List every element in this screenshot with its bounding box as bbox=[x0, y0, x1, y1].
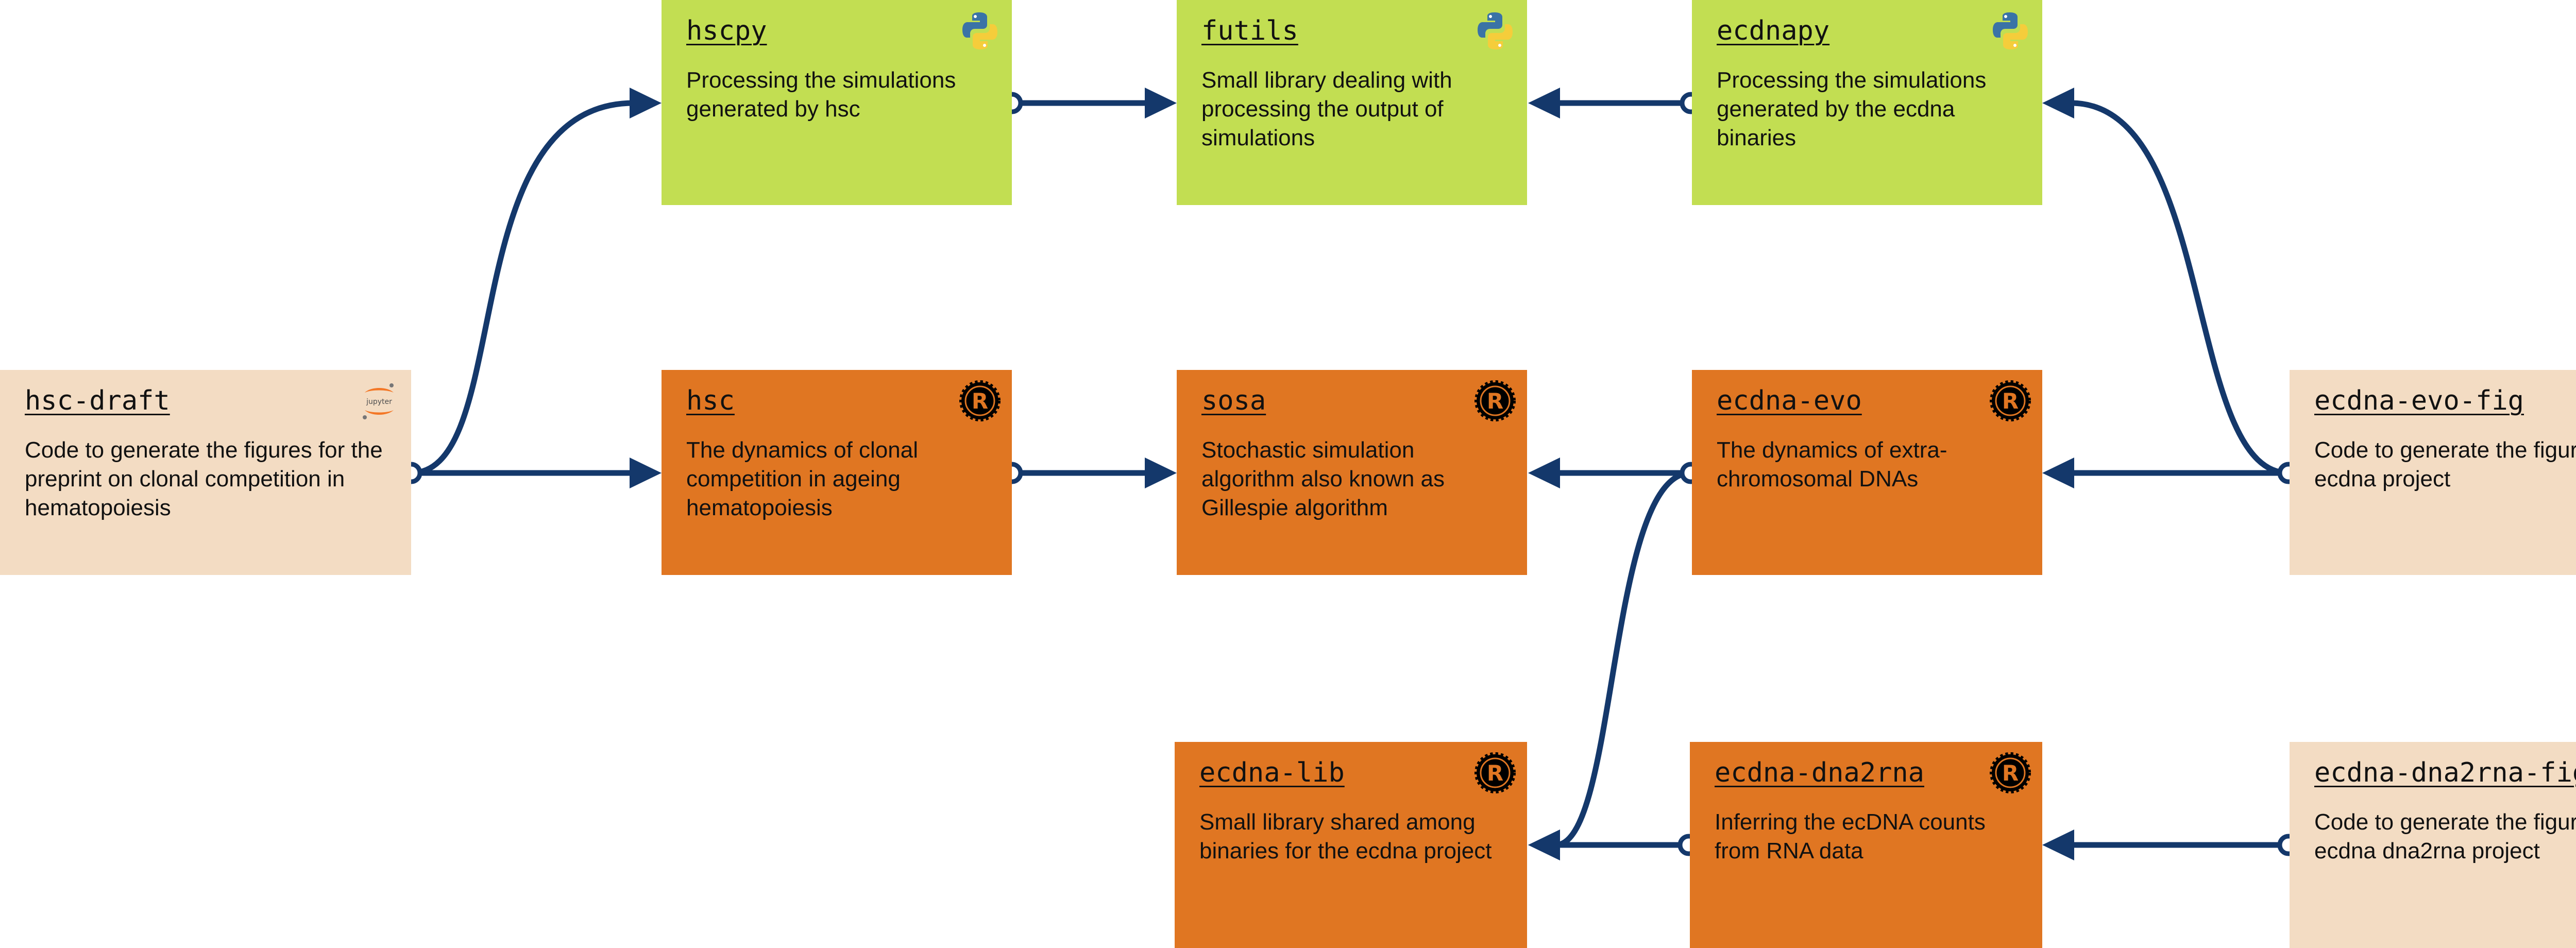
rust-logo-icon: R bbox=[1990, 752, 2031, 793]
arrowhead-ecdna-lib bbox=[1528, 830, 1560, 860]
arrowhead-futils-left bbox=[1145, 88, 1177, 118]
node-hsc[interactable]: hsc The dynamics of clonal competition i… bbox=[662, 370, 1012, 575]
node-title: hsc bbox=[686, 385, 735, 416]
arrowhead-ecdnapy bbox=[2042, 88, 2074, 118]
arrowhead-sosa-left bbox=[1145, 458, 1177, 488]
svg-text:R: R bbox=[972, 388, 988, 414]
edge-ecdna-evo-to-ecdna-lib bbox=[1553, 470, 1694, 848]
node-futils[interactable]: futils Small library dealing with proces… bbox=[1177, 0, 1527, 205]
node-description: Small library shared among binaries for … bbox=[1199, 809, 1492, 864]
rust-logo-icon: R bbox=[1990, 380, 2031, 421]
node-title: hsc-draft bbox=[25, 385, 170, 416]
node-sosa[interactable]: sosa Stochastic simulation algorithm als… bbox=[1177, 370, 1527, 575]
node-title: sosa bbox=[1201, 385, 1266, 416]
rust-logo-icon: R bbox=[1475, 380, 1516, 421]
node-title: hscpy bbox=[686, 15, 767, 46]
python-logo-icon bbox=[1478, 12, 1513, 49]
node-title: ecdna-evo-fig bbox=[2314, 385, 2524, 416]
node-ecdna-dna2rna[interactable]: ecdna-dna2rna Inferring the ecDNA counts… bbox=[1690, 742, 2042, 948]
node-ecdna-lib[interactable]: ecdna-lib Small library shared among bin… bbox=[1175, 742, 1527, 948]
arrowhead-ecdna-dna2rna bbox=[2042, 830, 2074, 860]
node-description: Small library dealing with processing th… bbox=[1201, 67, 1452, 150]
arrowhead-hsc bbox=[630, 458, 662, 488]
arrowhead-hscpy bbox=[630, 88, 662, 118]
node-description: The dynamics of clonal competition in ag… bbox=[686, 437, 918, 520]
node-description: The dynamics of extra-chromosomal DNAs bbox=[1717, 437, 1947, 492]
arrowhead-sosa-right bbox=[1528, 458, 1560, 488]
jupyter-logo-icon: jupyter bbox=[363, 383, 394, 419]
arrowhead-futils-right bbox=[1528, 88, 1560, 118]
node-ecdna-evo[interactable]: ecdna-evo The dynamics of extra-chromoso… bbox=[1692, 370, 2042, 575]
svg-text:R: R bbox=[2002, 388, 2019, 414]
node-ecdna-evo-fig[interactable]: ecdna-evo-fig Code to generate the figur… bbox=[2290, 370, 2576, 575]
node-description: Code to generate the figures for the ecd… bbox=[2314, 437, 2576, 492]
node-hsc-draft[interactable]: hsc-draft Code to generate the figures f… bbox=[0, 370, 411, 575]
node-description: Processing the simulations generated by … bbox=[1717, 67, 1987, 150]
node-description: Processing the simulations generated by … bbox=[686, 67, 956, 122]
svg-text:R: R bbox=[2002, 760, 2019, 786]
node-ecdna-dna2rna-fig[interactable]: ecdna-dna2rna-fig Code to generate the f… bbox=[2290, 742, 2576, 948]
svg-text:R: R bbox=[1487, 760, 1503, 786]
svg-text:R: R bbox=[1487, 388, 1503, 414]
edge-ecdna-evo-fig-to-ecdnapy bbox=[2068, 100, 2292, 476]
node-title: ecdnapy bbox=[1717, 15, 1830, 46]
node-description: Stochastic simulation algorithm also kno… bbox=[1201, 437, 1445, 520]
node-description: Code to generate the figures for the pre… bbox=[25, 437, 383, 520]
node-title: ecdna-evo bbox=[1717, 385, 1862, 416]
rust-logo-icon: R bbox=[959, 380, 1001, 421]
rust-logo-icon: R bbox=[1475, 752, 1516, 793]
node-title: futils bbox=[1201, 15, 1298, 46]
node-description: Inferring the ecDNA counts from RNA data bbox=[1715, 809, 1986, 864]
edge-hsc-draft-to-hscpy bbox=[408, 100, 637, 476]
node-title: ecdna-dna2rna bbox=[1715, 757, 1924, 788]
node-title: ecdna-lib bbox=[1199, 757, 1345, 788]
python-logo-icon bbox=[962, 12, 997, 49]
node-title: ecdna-dna2rna-fig bbox=[2314, 757, 2576, 788]
arrowhead-ecdna-evo bbox=[2042, 458, 2074, 488]
node-hscpy[interactable]: hscpy Processing the simulations generat… bbox=[662, 0, 1012, 205]
node-description: Code to generate the figures for the ecd… bbox=[2314, 809, 2576, 864]
node-ecdnapy[interactable]: ecdnapy Processing the simulations gener… bbox=[1692, 0, 2042, 205]
jupyter-text: jupyter bbox=[366, 398, 392, 406]
python-logo-icon bbox=[1993, 12, 2028, 49]
